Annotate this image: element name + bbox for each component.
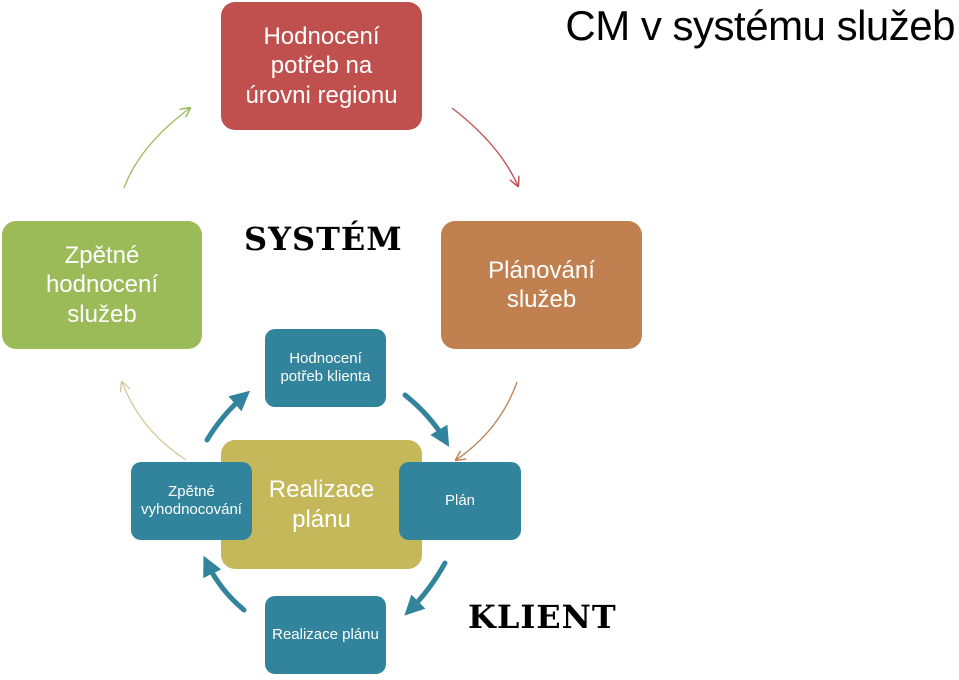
inner-node-plan: Plán [399, 462, 521, 540]
inner-node-plan-realization: Realizace plánu [265, 596, 386, 674]
outer-node-service-planning: Plánování služeb [441, 221, 642, 349]
arrow-planning-to-plan [456, 381, 518, 460]
inner-node-client-needs: Hodnocení potřeb klienta [265, 329, 386, 407]
arrow-feedback-to-needs [204, 390, 251, 443]
outer-node-regional-needs: Hodnocení potřeb na úrovni regionu [221, 2, 422, 130]
system-label: SYSTÉM [244, 220, 403, 258]
outer-node-service-feedback: Zpětné hodnocení služeb [2, 221, 202, 349]
arrow-feedback-to-regional [123, 108, 190, 189]
arrow-plan-to-realization [404, 560, 448, 616]
inner-center-plan-realization: Realizace plánu [221, 440, 422, 569]
inner-node-feedback-evaluation: Zpětné vyhodnocování [131, 462, 252, 540]
diagram-title: CM v systému služeb [565, 2, 955, 49]
arrow-needs-to-plan [402, 392, 450, 447]
arrow-regional-to-planning [451, 107, 518, 186]
arrow-feedback-to-feedback-service [122, 382, 187, 461]
arrow-realization-to-feedback [203, 555, 247, 613]
client-label: KLIENT [468, 598, 617, 636]
